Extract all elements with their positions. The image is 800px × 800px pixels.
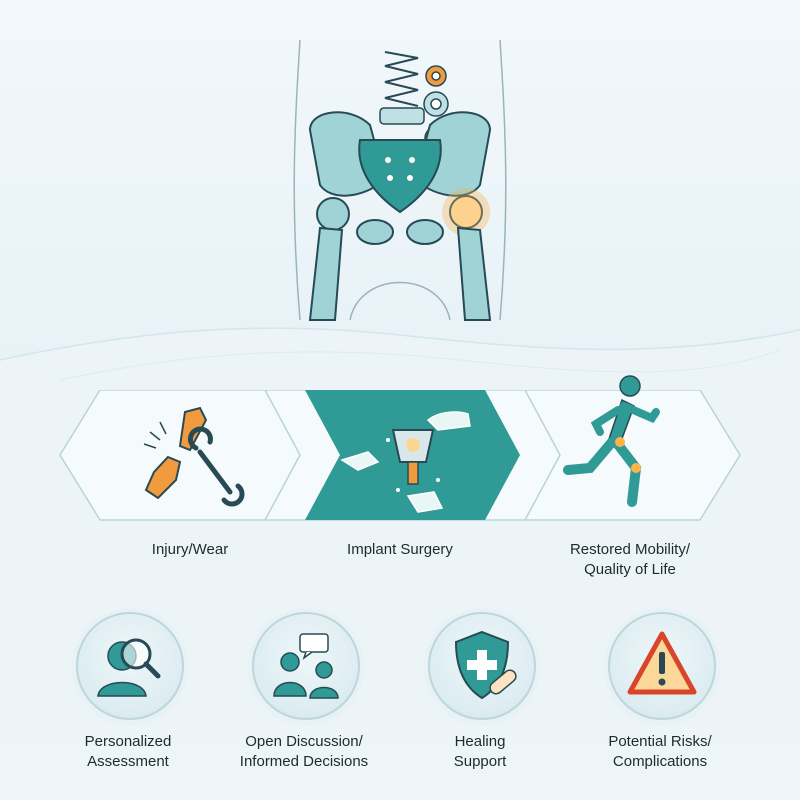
stage-label-line: Restored Mobility/ — [569, 541, 691, 558]
healing-label: Healing Support — [390, 732, 570, 772]
label-line: Assessment — [87, 753, 169, 770]
body-outline — [293, 39, 507, 321]
person-magnifier-icon — [97, 638, 161, 697]
assessment-label: Personalized Assessment — [38, 732, 218, 772]
spring-icon — [384, 51, 419, 107]
label-line: Open Discussion/ — [245, 733, 363, 750]
running-person-icon — [563, 375, 660, 507]
stage-label-restored-mobility: Restored Mobility/ Quality of Life — [530, 540, 730, 580]
label-line: Support — [453, 753, 507, 770]
right-femur — [456, 226, 492, 321]
label-line: Potential Risks/ — [608, 733, 712, 750]
doctor-patient-chat-icon — [273, 633, 339, 699]
discussion-label: Open Discussion/ Informed Decisions — [214, 732, 394, 772]
label-line: Healing — [454, 733, 506, 750]
gear-icon — [423, 91, 449, 117]
stage-label-injury: Injury/Wear — [151, 541, 229, 558]
assessment-circle — [76, 612, 184, 720]
stage-label-line: Quality of Life — [584, 561, 676, 578]
sacrum — [358, 139, 442, 214]
healing-circle — [428, 612, 536, 720]
broken-bone-wrench-icon — [143, 406, 245, 507]
implant-hands-icon — [340, 411, 471, 513]
stage-label-implant-surgery: Implant Surgery — [347, 541, 453, 558]
hip-joint-glow — [442, 188, 490, 236]
label-line: Personalized — [84, 733, 172, 750]
hip-illustration — [293, 39, 507, 321]
label-line: Complications — [612, 753, 708, 770]
warning-triangle-icon — [627, 631, 697, 695]
shield-cross-bandage-icon — [454, 630, 517, 700]
label-line: Informed Decisions — [239, 753, 369, 770]
left-femur — [308, 226, 344, 321]
gear-icon — [425, 65, 447, 87]
discussion-circle — [252, 612, 360, 720]
risks-label: Potential Risks/ Complications — [570, 732, 750, 772]
risks-circle — [608, 612, 716, 720]
